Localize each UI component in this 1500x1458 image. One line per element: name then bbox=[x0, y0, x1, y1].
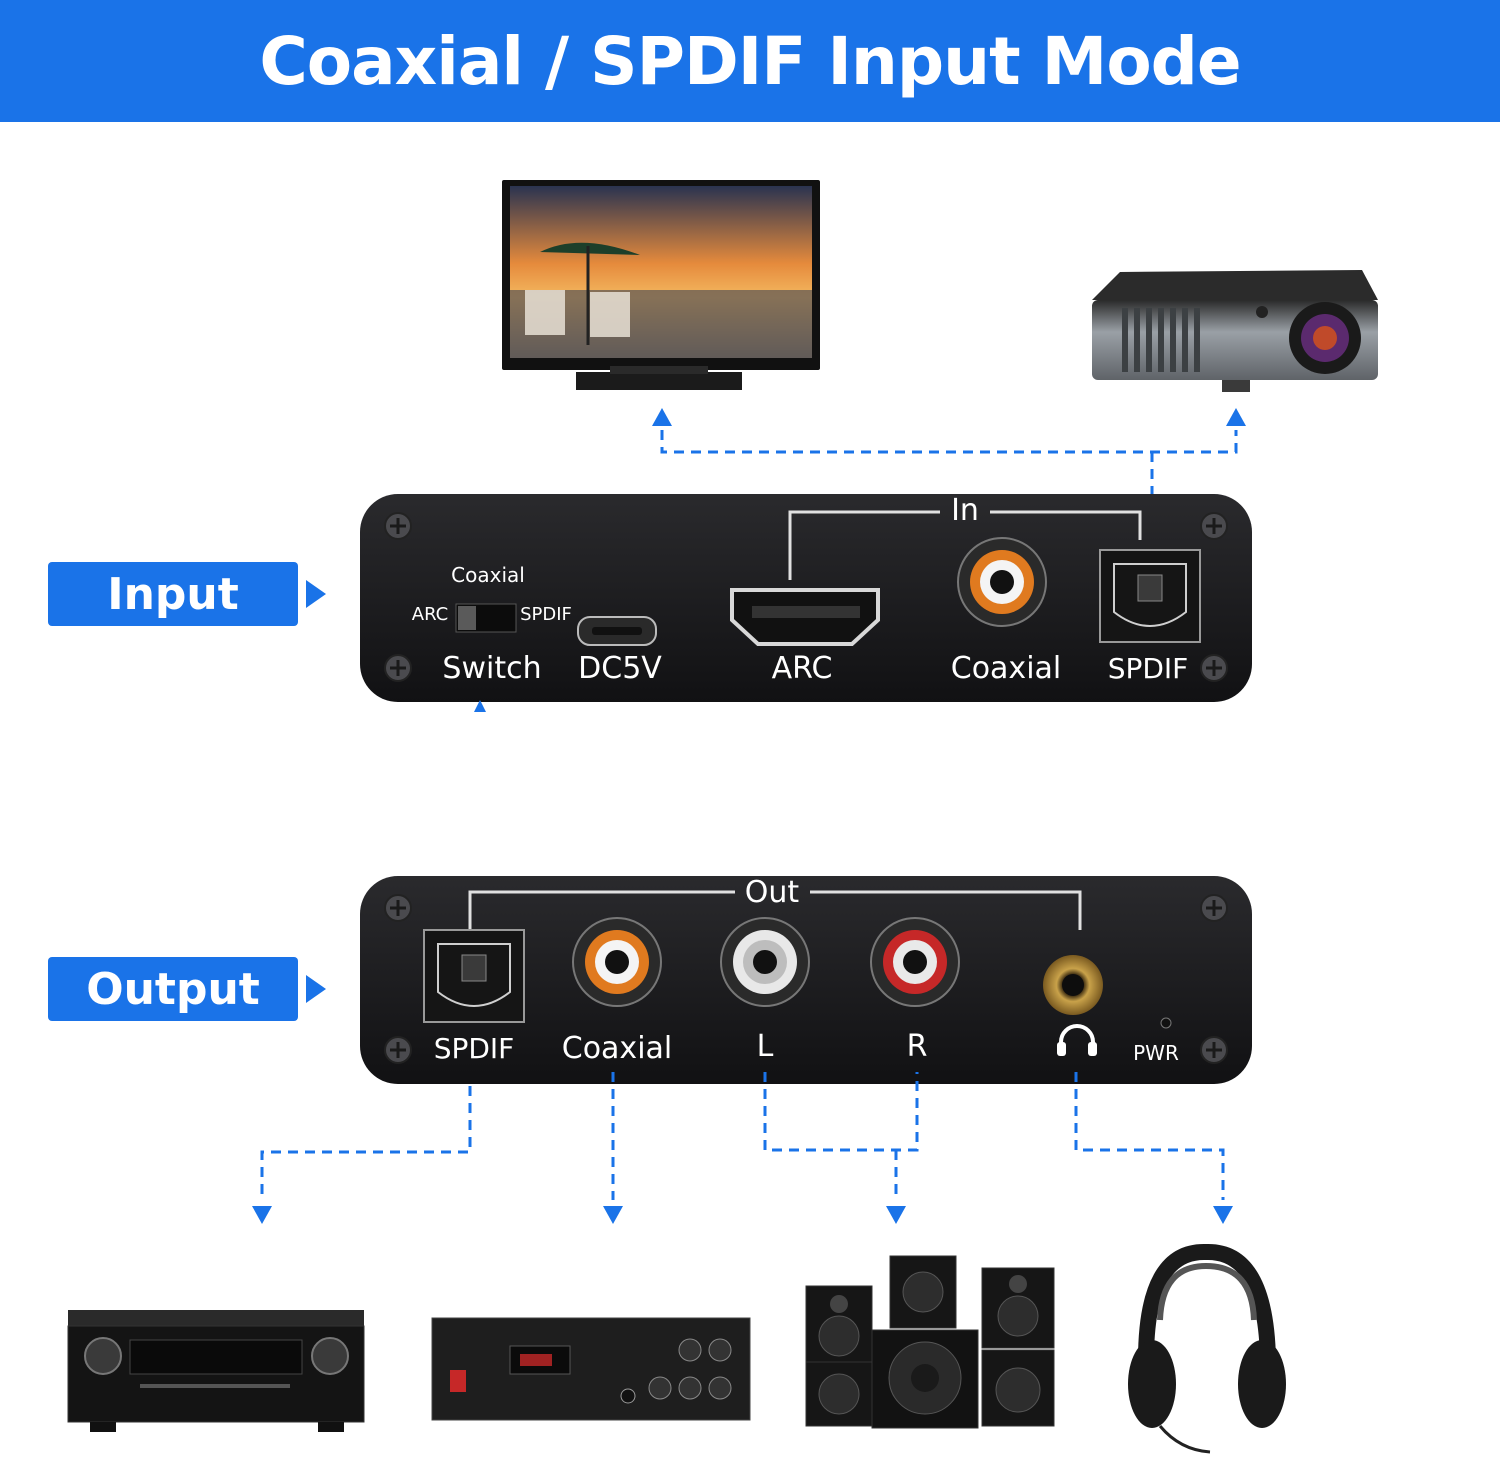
switch-pointer-icon bbox=[474, 700, 486, 712]
spdif-output-label: SPDIF bbox=[434, 1032, 515, 1065]
headphone-jack bbox=[1043, 955, 1103, 1015]
switch-label: Switch bbox=[442, 651, 541, 686]
switch-left-label: ARC bbox=[412, 604, 449, 625]
arrow-up-icon bbox=[652, 408, 672, 426]
spdif-output-port bbox=[423, 929, 525, 1023]
coaxial-input-jack bbox=[957, 537, 1047, 627]
left-channel-label: L bbox=[757, 1029, 774, 1064]
arrow-up-icon bbox=[1226, 408, 1246, 426]
arrow-down-icon bbox=[603, 1206, 623, 1224]
power-port-label: DC5V bbox=[578, 651, 662, 686]
power-led bbox=[1160, 1017, 1172, 1029]
output-connector-lines bbox=[260, 1072, 1225, 1200]
arrow-down-icon bbox=[252, 1206, 272, 1224]
spdif-input-label: SPDIF bbox=[1108, 652, 1189, 685]
headphone-icon bbox=[1057, 1024, 1097, 1056]
output-label: Output bbox=[48, 957, 298, 1021]
output-panel: Out SPDIF Coaxial L bbox=[360, 875, 1252, 1084]
coaxial-output-jack bbox=[572, 917, 662, 1007]
right-channel-label: R bbox=[907, 1029, 928, 1064]
speaker-system-icon bbox=[805, 1255, 1055, 1429]
projector-icon bbox=[1092, 270, 1378, 392]
coaxial-input-label: Coaxial bbox=[951, 651, 1062, 686]
switch-top-label: Coaxial bbox=[451, 563, 525, 587]
output-arrow-icon bbox=[306, 975, 326, 1003]
headphones-icon bbox=[1128, 1244, 1286, 1454]
page-title: Coaxial / SPDIF Input Mode bbox=[259, 22, 1241, 100]
arrow-down-icon bbox=[1213, 1206, 1233, 1224]
title-banner: Coaxial / SPDIF Input Mode bbox=[0, 0, 1500, 122]
power-led-label: PWR bbox=[1133, 1041, 1179, 1065]
spdif-input-port bbox=[1099, 549, 1201, 643]
output-section-label: Out bbox=[745, 875, 800, 910]
input-panel: In Coaxial ARC SPDIF Switch DC5V ARC Coa… bbox=[360, 493, 1252, 702]
coaxial-output-label: Coaxial bbox=[562, 1031, 673, 1066]
left-audio-jack bbox=[720, 917, 810, 1007]
input-arrow-icon bbox=[306, 580, 326, 608]
tv-icon bbox=[502, 180, 820, 390]
arrow-down-icon bbox=[886, 1206, 906, 1224]
hdmi-label: ARC bbox=[772, 651, 833, 686]
right-audio-jack bbox=[870, 917, 960, 1007]
input-label: Input bbox=[48, 562, 298, 626]
input-section-label: In bbox=[951, 493, 979, 528]
switch-right-label: SPDIF bbox=[520, 604, 572, 625]
mixing-amplifier-icon bbox=[431, 1317, 751, 1421]
av-receiver-icon bbox=[67, 1310, 365, 1432]
